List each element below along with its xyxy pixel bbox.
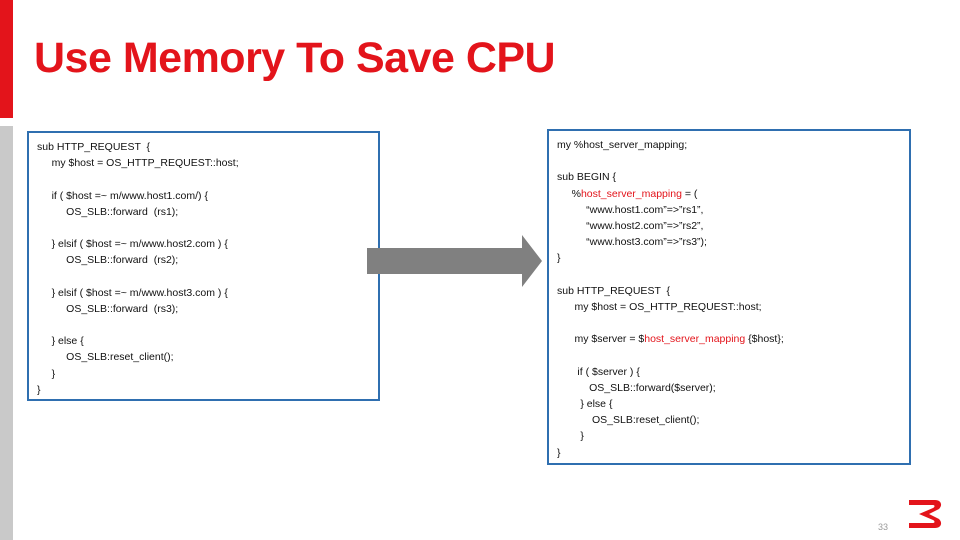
code-line: } bbox=[37, 367, 56, 380]
code-line: OS_SLB:reset_client(); bbox=[557, 414, 700, 427]
code-line-blank bbox=[557, 315, 901, 331]
code-line: OS_SLB::forward (rs1); bbox=[37, 205, 179, 218]
right-arrow-icon bbox=[367, 235, 542, 287]
code-line: } elsif ( $host =~ m/www.host3.com ) { bbox=[37, 286, 228, 299]
code-line: } else { bbox=[557, 398, 613, 410]
code-line: “www.host1.com”=>”rs1”, bbox=[557, 203, 704, 216]
page-number: 33 bbox=[877, 522, 888, 532]
code-line: OS_SLB::forward (rs3); bbox=[37, 302, 179, 315]
code-line: if ( $host =~ m/www.host1.com/) { bbox=[37, 189, 208, 202]
highlighted-variable: host_server_mapping bbox=[644, 333, 746, 346]
code-line: } bbox=[37, 383, 41, 396]
code-line bbox=[37, 269, 370, 285]
code-line: “www.host3.com”=>”rs3”); bbox=[557, 236, 707, 249]
code-line: sub HTTP_REQUEST { bbox=[557, 284, 671, 297]
code-line: sub BEGIN { bbox=[557, 171, 616, 184]
optimized-code-box: my %host_server_mapping; sub BEGIN { %ho… bbox=[547, 129, 911, 465]
code-text: my $server = $ bbox=[557, 333, 645, 346]
code-text: % bbox=[557, 187, 581, 200]
code-line: “www.host2.com”=>”rs2”, bbox=[557, 219, 704, 232]
code-line: my %host_server_mapping; bbox=[557, 139, 688, 151]
accent-bar bbox=[0, 0, 13, 118]
code-line: my $server = $host_server_mapping {$host… bbox=[557, 331, 901, 347]
code-line bbox=[37, 220, 370, 236]
slide-title: Use Memory To Save CPU bbox=[34, 34, 556, 82]
code-line: my $host = OS_HTTP_REQUEST::host; bbox=[37, 157, 239, 170]
code-line: } bbox=[557, 430, 584, 443]
brocade-logo-icon bbox=[909, 500, 942, 528]
code-line: } bbox=[557, 446, 561, 459]
code-text: {$host}; bbox=[745, 333, 784, 346]
side-bar bbox=[0, 126, 13, 540]
code-line bbox=[37, 317, 370, 333]
code-line-blank bbox=[557, 153, 901, 169]
code-line: OS_SLB::forward($server); bbox=[557, 381, 716, 394]
code-line: my $host = OS_HTTP_REQUEST::host; bbox=[557, 300, 762, 313]
code-line: } bbox=[557, 252, 561, 265]
code-line: OS_SLB::forward (rs2); bbox=[37, 254, 179, 267]
code-text: = ( bbox=[681, 187, 698, 200]
code-line: } else { bbox=[37, 335, 84, 348]
code-line bbox=[37, 171, 370, 187]
highlighted-variable: host_server_mapping bbox=[580, 187, 682, 200]
code-line: %host_server_mapping = ( bbox=[557, 186, 901, 202]
original-code-box: sub HTTP_REQUEST { my $host = OS_HTTP_RE… bbox=[27, 131, 380, 401]
code-line: if ( $server ) { bbox=[557, 365, 640, 378]
code-line-blank bbox=[557, 267, 901, 283]
code-line: OS_SLB:reset_client(); bbox=[37, 351, 174, 364]
code-line-blank bbox=[557, 347, 901, 363]
code-line: } elsif ( $host =~ m/www.host2.com ) { bbox=[37, 238, 228, 251]
code-line: sub HTTP_REQUEST { bbox=[37, 141, 151, 153]
